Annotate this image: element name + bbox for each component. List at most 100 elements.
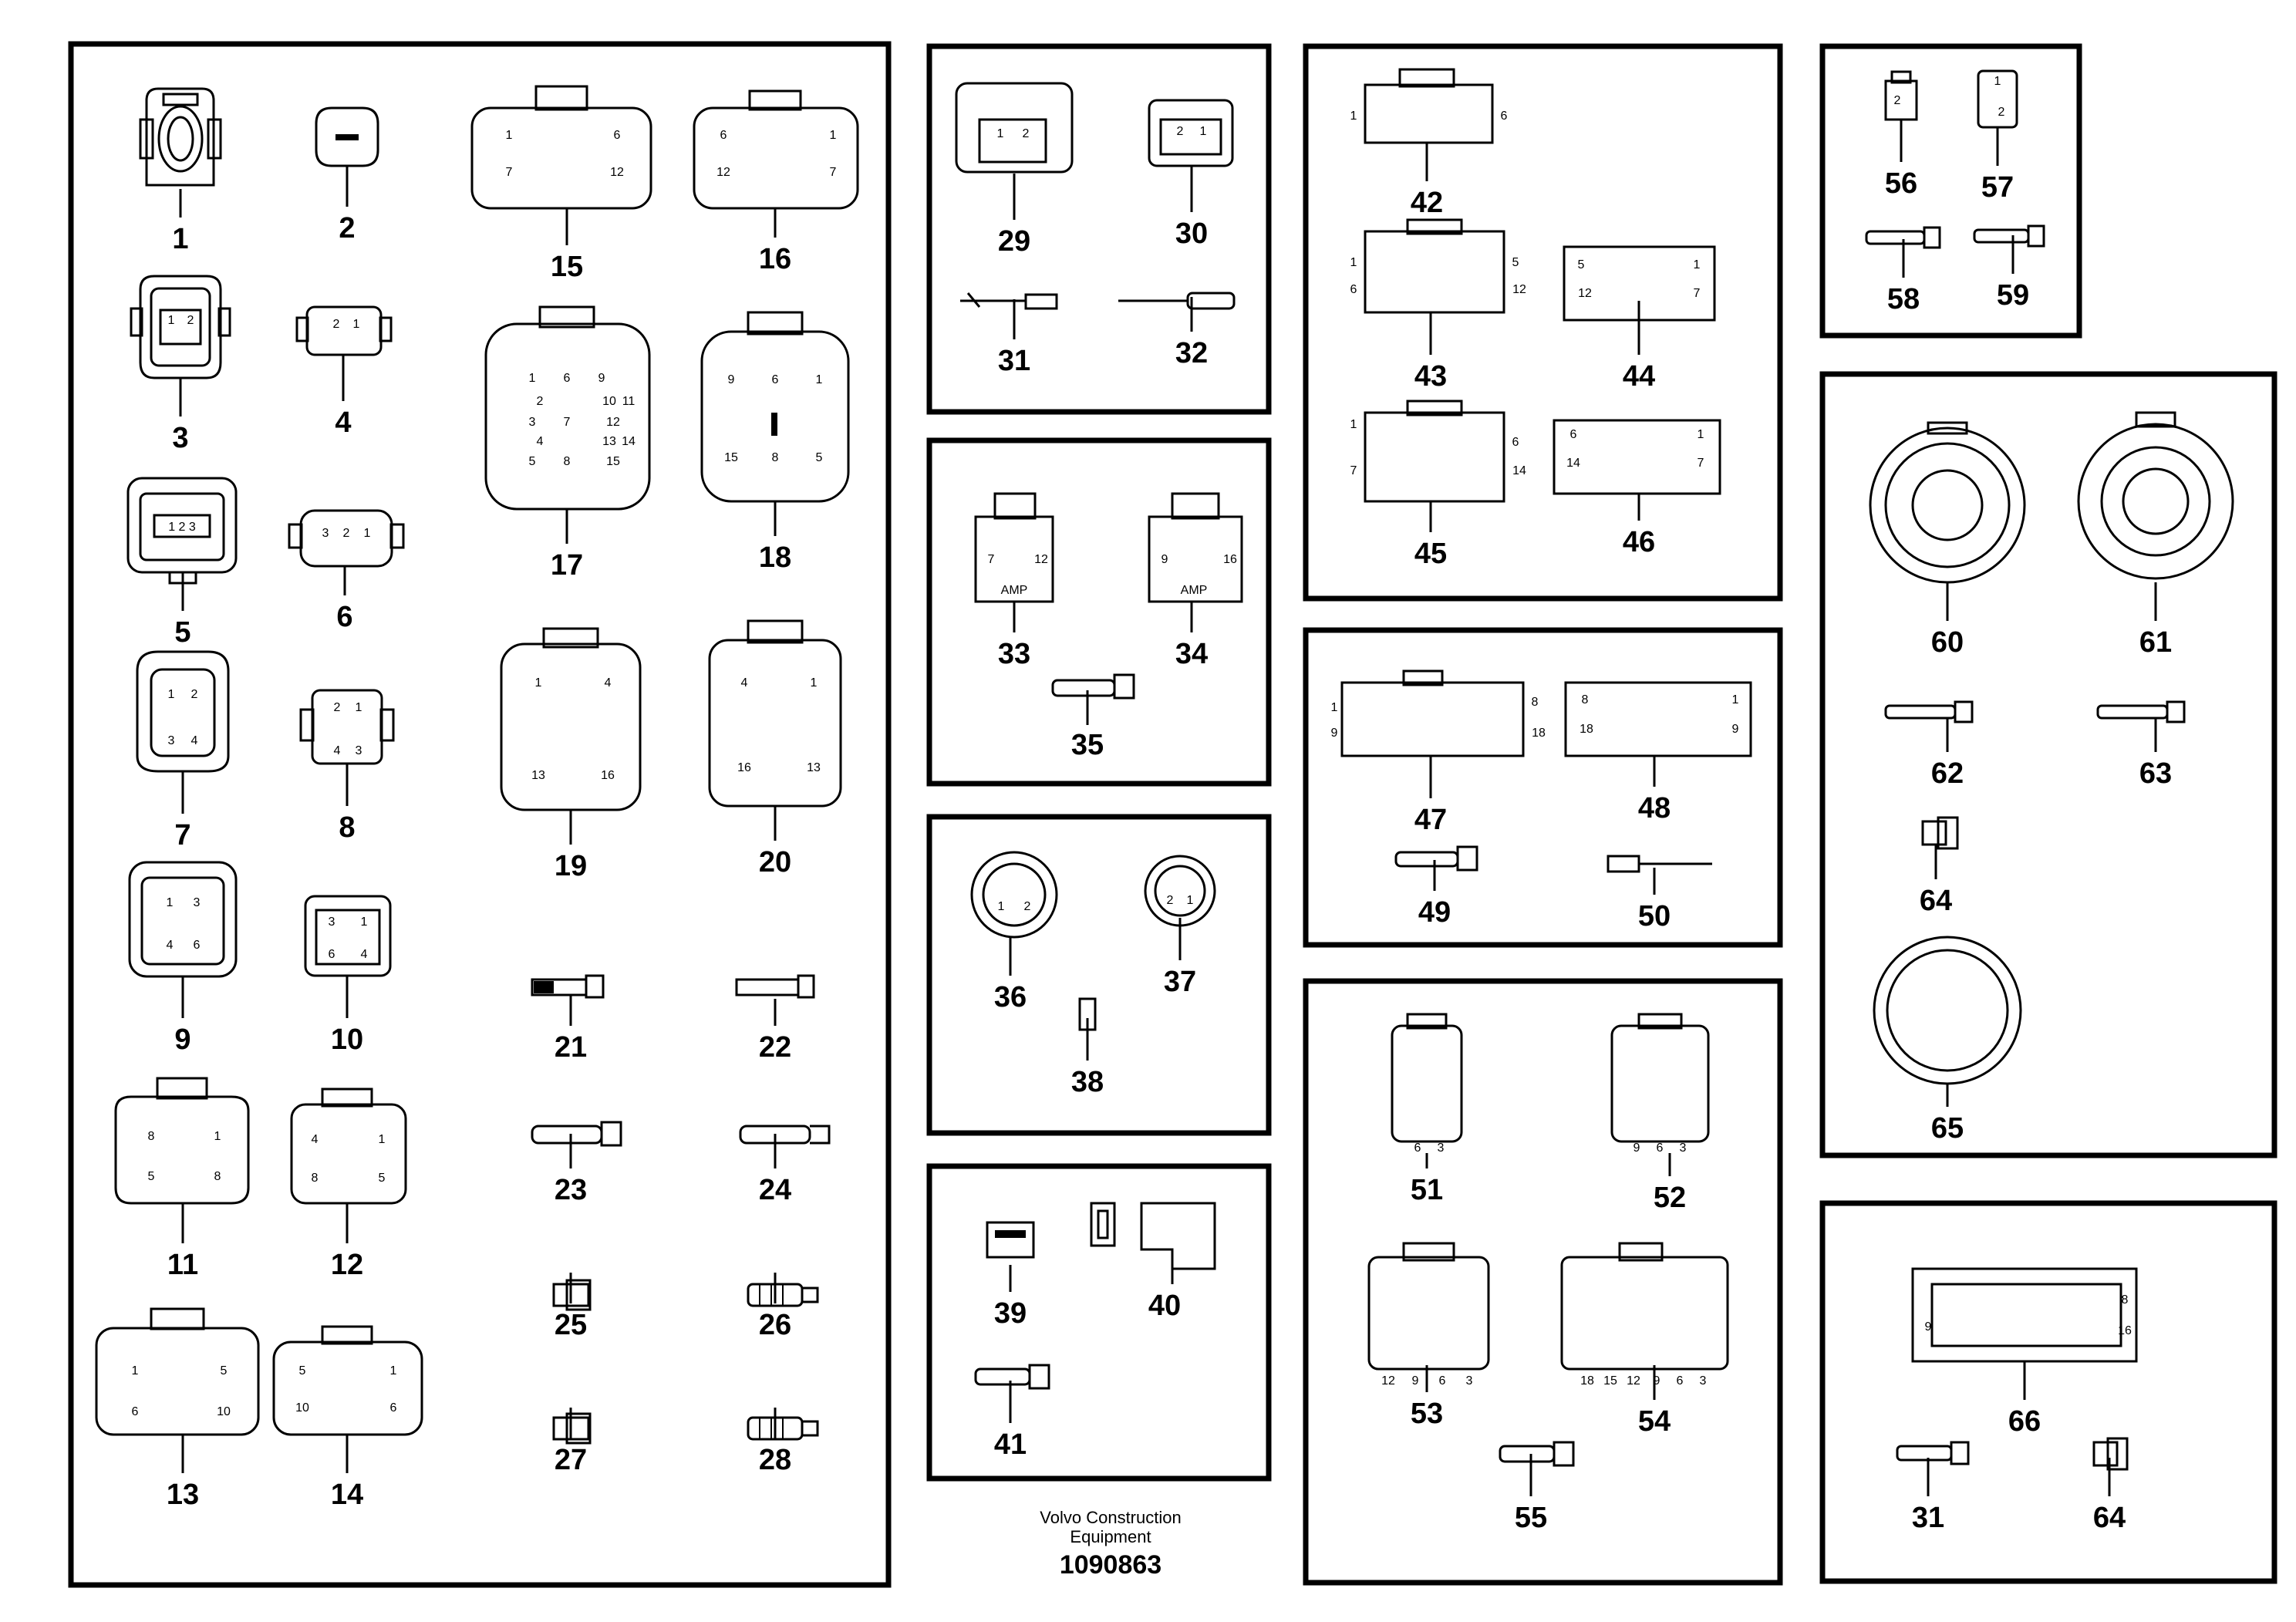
- connector-47: 1 8 9 18: [1331, 669, 1546, 757]
- pin-label: 4: [537, 435, 544, 448]
- pin-label: 3: [329, 916, 335, 929]
- terminal-56: 2: [1884, 70, 1918, 121]
- pin-label: 9: [598, 372, 605, 385]
- terminal-24: [739, 1125, 831, 1145]
- pin-label: 16: [1223, 553, 1237, 566]
- pin-label: 12: [1034, 553, 1048, 566]
- part-number: 48: [1638, 792, 1671, 824]
- terminal-block-40: [1140, 1202, 1216, 1270]
- connector-19: 1 4 13 16: [500, 627, 642, 811]
- pin-label: 1: [364, 527, 371, 540]
- part-number: 12: [331, 1249, 363, 1281]
- pin-label: 6: [132, 1405, 139, 1418]
- part-number: 51: [1411, 1174, 1443, 1206]
- pin-label: 5: [816, 451, 823, 464]
- connector-9: 1 3 4 6: [128, 861, 238, 978]
- part-number: 40: [1148, 1290, 1181, 1322]
- pin-label: 6: [720, 129, 727, 142]
- pin-label: 1: [1350, 418, 1357, 431]
- connector-17: 1 2 3 4 5 6 7 8 9 10 11 12 13 14 15: [484, 305, 651, 511]
- panel-18pin-connectors: [1303, 627, 1783, 948]
- part-number: 62: [1931, 757, 1964, 790]
- connector-29: 1 2: [955, 82, 1074, 174]
- part-number: 6: [336, 601, 352, 633]
- part-number: 8: [339, 811, 355, 844]
- part-number: 50: [1638, 900, 1671, 932]
- pin-label: 5: [1512, 256, 1519, 269]
- company-name-line1: Volvo Construction: [1040, 1508, 1181, 1527]
- pin-label: 5: [379, 1172, 386, 1185]
- pin-label: 1: [390, 1364, 397, 1378]
- pin-label: 6: [194, 939, 201, 952]
- pin-label: 12: [1578, 287, 1592, 300]
- seal-64: [1921, 816, 1959, 850]
- connector-34: 9 16 AMP: [1148, 492, 1243, 603]
- connector-11: 8 1 5 8: [114, 1077, 250, 1205]
- terminal-55: [1499, 1441, 1575, 1467]
- part-number: 20: [759, 846, 791, 878]
- pin-label: 1: [816, 373, 823, 386]
- terminal-22: [735, 974, 815, 999]
- pin-label: 18: [1532, 727, 1546, 740]
- pin-label: 1: [1200, 125, 1207, 138]
- pin-label: 1: [1350, 110, 1357, 123]
- pin-label: AMP: [1181, 584, 1208, 597]
- terminal-23: [531, 1121, 622, 1147]
- pin-label: 1: [168, 314, 175, 327]
- pin-label: 2: [343, 527, 350, 540]
- pin-label: 16: [737, 761, 751, 774]
- pin-label: 1: [167, 896, 174, 909]
- pin-label: 8: [214, 1170, 221, 1183]
- part-number: 5: [174, 616, 190, 649]
- footer: Volvo Construction Equipment 1090863: [1040, 1508, 1181, 1580]
- pin-label: 1: [379, 1133, 386, 1146]
- part-number: 41: [994, 1428, 1027, 1461]
- part-number: 4: [335, 406, 351, 439]
- connector-66: 8 9 16: [1911, 1267, 2138, 1363]
- pin-label: 3: [1466, 1374, 1473, 1388]
- pin-label: 13: [807, 761, 821, 774]
- pin-label: 14: [1512, 464, 1526, 477]
- terminal-57: 1 2: [1977, 69, 2018, 129]
- pin-label: 8: [2122, 1293, 2129, 1307]
- pin-label: 9: [1654, 1374, 1660, 1388]
- pin-label: 6: [564, 372, 571, 385]
- pin-label: 6: [1512, 436, 1519, 449]
- part-number: 18: [759, 541, 791, 574]
- pin-label: 1: [353, 318, 360, 331]
- pin-label: 8: [772, 451, 779, 464]
- part-number: 23: [555, 1174, 587, 1206]
- part-number: 34: [1175, 638, 1208, 670]
- panel-2pin-connectors: [926, 43, 1272, 415]
- pin-label: 8: [1582, 693, 1589, 706]
- part-number: 7: [174, 819, 190, 851]
- pin-label: 6: [1439, 1374, 1446, 1388]
- pin-label: 7: [1350, 464, 1357, 477]
- pin-label: 6: [614, 129, 621, 142]
- pin-label: 5: [529, 455, 536, 468]
- pin-label: 1 2 3: [168, 521, 196, 534]
- part-number: 58: [1887, 283, 1920, 315]
- part-number: 13: [167, 1479, 199, 1511]
- pin-label: 8: [148, 1130, 155, 1143]
- pin-label: 5: [221, 1364, 228, 1378]
- part-number: 36: [994, 981, 1027, 1013]
- pin-label: 4: [605, 676, 612, 690]
- panel-sealed-connectors: [1303, 978, 1783, 1586]
- pin-label: 12: [1381, 1374, 1395, 1388]
- pin-label: 8: [1532, 696, 1539, 709]
- terminal-block-39: [986, 1221, 1035, 1259]
- part-number: 65: [1931, 1112, 1964, 1145]
- pin-label: 1: [811, 676, 818, 690]
- connector-43: 1 5 6 12: [1350, 218, 1526, 314]
- pin-label: 3: [1438, 1141, 1445, 1155]
- pin-label: 1: [506, 129, 513, 142]
- seal-64b: [2092, 1437, 2129, 1471]
- pin-label: 1: [356, 701, 362, 714]
- terminal-32: [1118, 292, 1236, 310]
- pin-label: 15: [606, 455, 620, 468]
- part-number: 53: [1411, 1398, 1443, 1430]
- connector-5: 1 2 3: [126, 477, 238, 585]
- panel-amp-connectors: [926, 437, 1272, 787]
- seal-26: [747, 1283, 819, 1307]
